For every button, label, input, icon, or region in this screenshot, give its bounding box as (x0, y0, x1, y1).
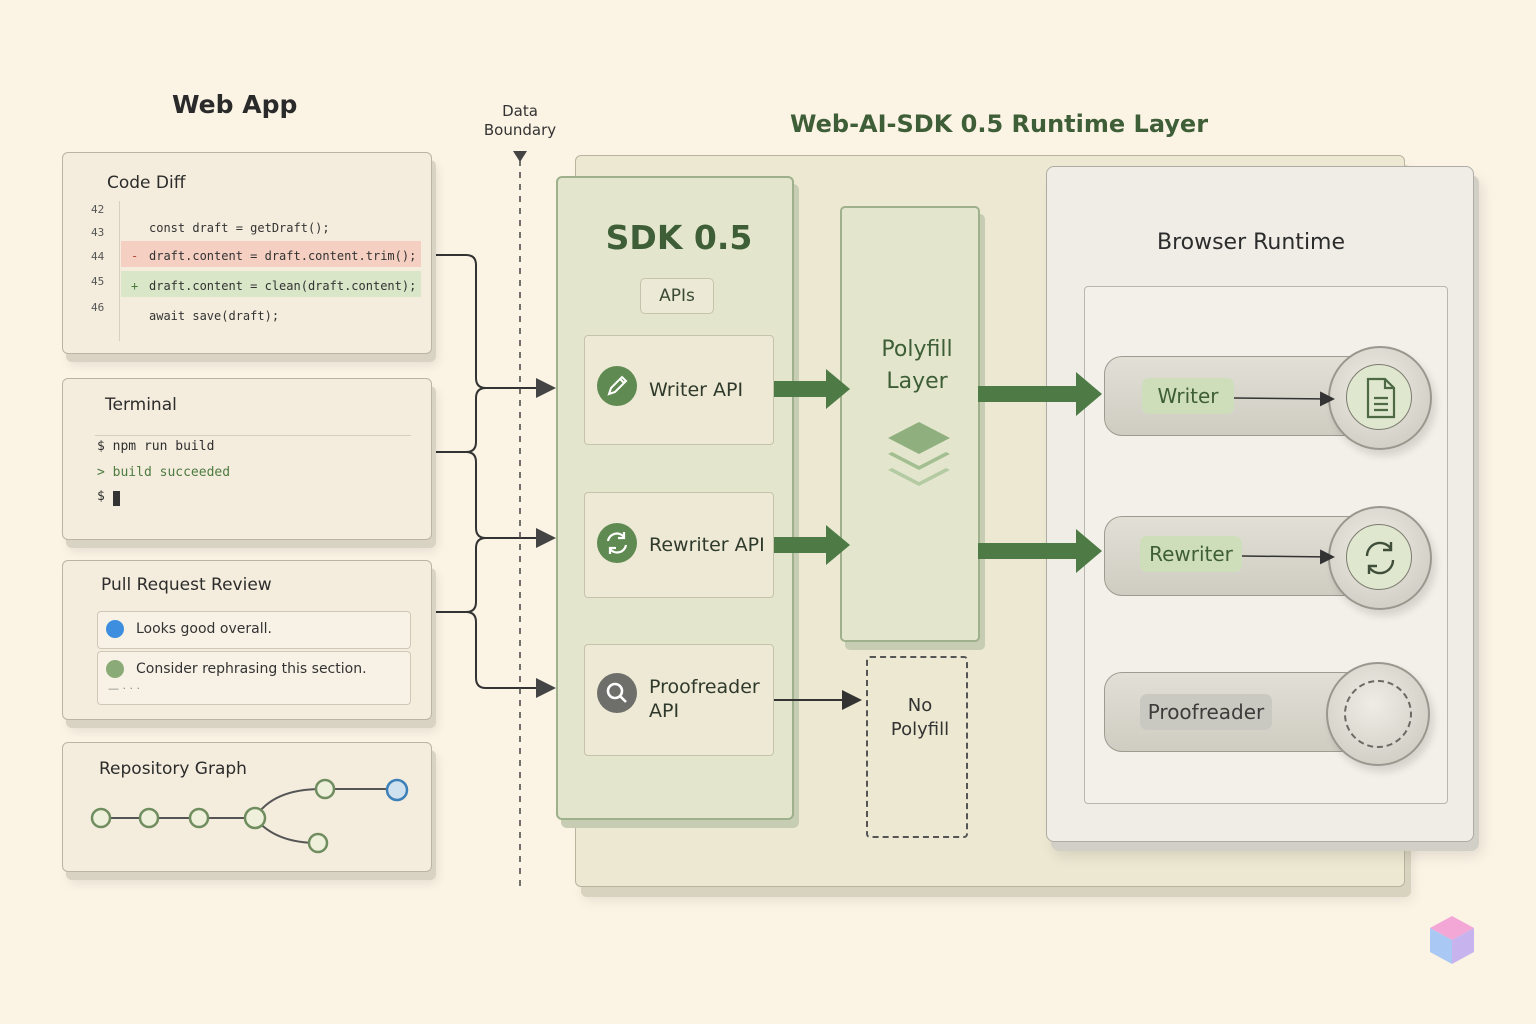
writer-to-polyfill-arrow (774, 369, 850, 409)
data-boundary-label: Data Boundary (470, 102, 570, 140)
repository-graph-panel[interactable]: Repository Graph (62, 742, 432, 872)
line-number: 46 (91, 301, 105, 314)
commit-node-head (385, 778, 409, 802)
rewriter-pill-arrow (1241, 549, 1335, 565)
code-gutter-divider (119, 201, 120, 341)
code-line-removed: draft.content = draft.content.trim(); (149, 249, 417, 263)
commit-node (243, 806, 267, 830)
line-number: 42 (91, 203, 105, 216)
comment-text: Looks good overall. (136, 621, 272, 637)
web-app-title: Web App (172, 90, 298, 119)
review-comment[interactable]: Looks good overall. (97, 611, 411, 649)
layers-icon (888, 422, 950, 486)
code-line: await save(draft); (149, 309, 280, 323)
commit-node (314, 778, 336, 800)
refresh-icon (597, 523, 637, 563)
no-polyfill-box: No Polyfill (866, 656, 968, 838)
connector-terminal-bottom (432, 451, 556, 548)
polyfill-to-writer-arrow (978, 372, 1102, 416)
proofreader-api-label-line2: API (649, 700, 680, 722)
code-line: const draft = getDraft(); (149, 221, 330, 235)
review-comment[interactable]: Consider rephrasing this section. — · · … (97, 651, 411, 705)
rewriter-to-polyfill-arrow (774, 525, 850, 565)
commit-node (90, 807, 112, 829)
proofreader-api-label: Proofreader API (649, 675, 760, 723)
connector-pr-bottom (432, 611, 556, 698)
proofreader-runtime-endcap (1326, 662, 1430, 766)
polyfill-layer-panel: Polyfill Layer (840, 206, 980, 642)
apis-tag: APIs (640, 278, 714, 314)
writer-api-label: Writer API (649, 379, 744, 401)
data-boundary-line2: Boundary (483, 121, 557, 139)
user-avatar-icon (106, 660, 124, 678)
code-diff-panel[interactable]: Code Diff 42 43 44 45 46 const draft = g… (62, 152, 432, 354)
commit-node (307, 832, 329, 854)
rewriter-api-card[interactable]: Rewriter API (584, 492, 774, 598)
rewriter-runtime-endcap (1328, 506, 1432, 610)
polyfill-layer-title: Polyfill Layer (842, 334, 992, 398)
diff-added-row (121, 271, 421, 297)
proofreader-api-card[interactable]: Proofreader API (584, 644, 774, 756)
pull-request-title: Pull Request Review (101, 575, 272, 595)
rewriter-api-label: Rewriter API (649, 534, 765, 556)
code-diff-title: Code Diff (107, 173, 186, 193)
writer-runtime-pill: Writer (1142, 378, 1234, 414)
pull-request-panel[interactable]: Pull Request Review Looks good overall. … (62, 560, 432, 720)
terminal-title: Terminal (105, 395, 177, 415)
diff-removed-row (121, 241, 421, 267)
writer-api-card[interactable]: Writer API (584, 335, 774, 445)
empty-circle-icon (1344, 680, 1412, 748)
polyfill-line1: Polyfill (881, 337, 953, 362)
proofreader-runtime-pill: Proofreader (1140, 694, 1272, 730)
commit-node (138, 807, 160, 829)
document-icon (1366, 377, 1396, 419)
commit-node (188, 807, 210, 829)
no-polyfill-label: No Polyfill (868, 694, 972, 742)
polyfill-to-rewriter-arrow (978, 529, 1102, 573)
pencil-icon (597, 366, 637, 406)
connector-code-diff (432, 254, 556, 398)
writer-runtime-endcap (1328, 346, 1432, 450)
commit-graph (90, 778, 409, 854)
line-number: 43 (91, 226, 105, 239)
terminal-cursor (113, 491, 120, 506)
terminal-panel[interactable]: Terminal $ npm run build > build succeed… (62, 378, 432, 540)
no-polyfill-line1: No (907, 695, 933, 716)
proofreader-api-label-line1: Proofreader (649, 676, 760, 698)
line-number: 45 (91, 275, 105, 288)
terminal-prompt: $ (97, 489, 105, 504)
terminal-line-success: > build succeeded (97, 465, 231, 480)
line-number: 44 (91, 250, 105, 263)
data-boundary-line1: Data (502, 102, 538, 120)
terminal-divider (95, 435, 411, 436)
diff-plus-marker: + (131, 279, 139, 293)
data-boundary-arrow-icon (513, 151, 527, 162)
comment-more: — · · · (108, 682, 140, 695)
no-polyfill-line2: Polyfill (890, 719, 950, 740)
rewriter-runtime-pill: Rewriter (1140, 536, 1242, 572)
browser-runtime-title: Browser Runtime (1156, 230, 1346, 255)
runtime-layer-title: Web-AI-SDK 0.5 Runtime Layer (790, 110, 1209, 138)
repository-graph-title: Repository Graph (99, 759, 247, 779)
cube-logo-icon (1430, 916, 1474, 964)
refresh-icon (1365, 541, 1395, 575)
code-line-added: draft.content = clean(draft.content); (149, 279, 417, 293)
polyfill-line2: Layer (886, 369, 948, 394)
sdk-title: SDK 0.5 (605, 218, 753, 257)
terminal-line: $ npm run build (97, 439, 215, 454)
search-icon (597, 673, 637, 713)
user-avatar-icon (106, 620, 124, 638)
diff-minus-marker: - (131, 249, 139, 263)
comment-text: Consider rephrasing this section. (136, 661, 367, 677)
writer-pill-arrow (1233, 391, 1335, 407)
